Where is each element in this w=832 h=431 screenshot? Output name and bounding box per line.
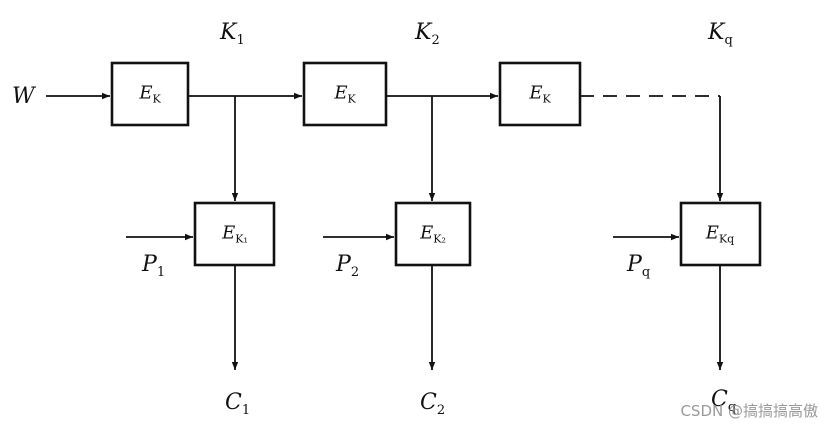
plaintext-label-q: Pq <box>627 252 651 280</box>
top-box-2 <box>302 61 388 127</box>
cipher-label-2: C2 <box>420 390 446 418</box>
bottom-box-2-label: EK₂ <box>420 222 446 246</box>
plaintext-label-1: P1 <box>142 252 166 280</box>
key-label-1: K1 <box>220 20 245 48</box>
key-label-q: Kq <box>708 20 733 48</box>
cipher-label-1: C1 <box>225 390 251 418</box>
key-label-2: K2 <box>415 20 440 48</box>
plaintext-label-2: P2 <box>336 252 360 280</box>
bottom-box-2 <box>394 201 472 267</box>
watermark: CSDN @搞搞搞高傲 <box>680 402 818 420</box>
bottom-box-1-label: EK₁ <box>222 222 248 246</box>
top-box-1 <box>110 61 190 127</box>
top-box-1-label: EK <box>139 82 161 106</box>
input-label: W <box>12 84 35 109</box>
bottom-box-q <box>679 201 762 267</box>
bottom-box-q-label: EKq <box>705 222 735 246</box>
top-box-3-label: EK <box>529 82 551 106</box>
cipher-label-q: Cq <box>711 387 737 415</box>
top-box-2-label: EK <box>334 82 356 106</box>
top-box-3 <box>498 61 582 127</box>
